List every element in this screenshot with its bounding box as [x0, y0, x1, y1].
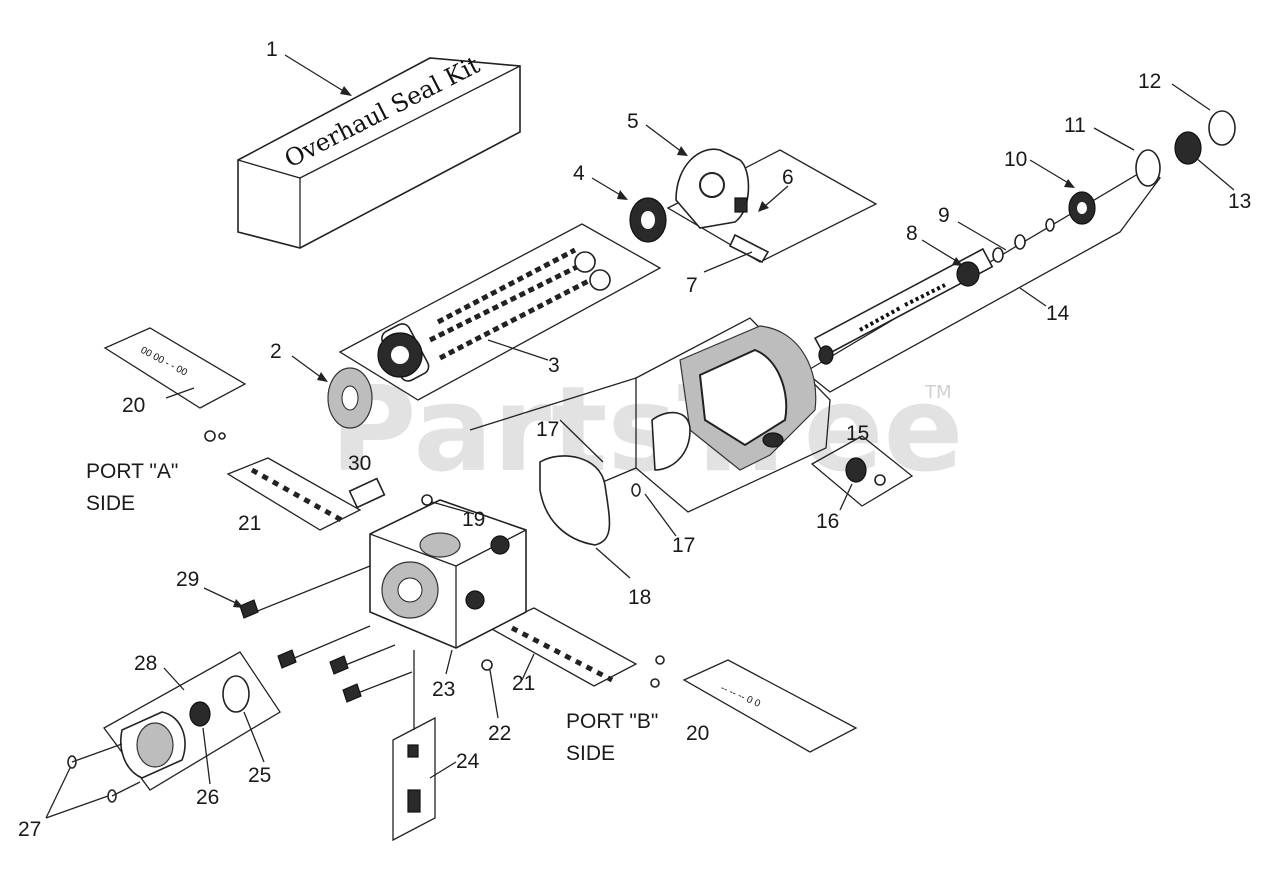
port-labels: PORT "A" SIDE PORT "B" SIDE — [86, 460, 658, 765]
callout-15: 15 — [846, 422, 869, 445]
part-28-cover — [67, 651, 281, 803]
callout-14: 14 — [1046, 302, 1070, 325]
callout-4: 4 — [573, 162, 585, 185]
callout-2: 2 — [270, 340, 282, 363]
part-29-bolts — [239, 565, 413, 703]
callout-19: 19 — [462, 508, 485, 531]
port-b-label: PORT "B" — [566, 710, 658, 733]
callout-3: 3 — [548, 354, 560, 377]
callout-8: 8 — [906, 222, 918, 245]
callout-13: 13 — [1228, 190, 1251, 213]
callout-21-lower: 21 — [512, 672, 535, 695]
callout-29: 29 — [176, 568, 199, 591]
part-2-plate — [327, 367, 373, 429]
part-5-swashplate — [666, 148, 878, 264]
callout-20-right: 20 — [686, 722, 709, 745]
callout-24: 24 — [456, 750, 480, 773]
callout-6: 6 — [782, 166, 794, 189]
callout-28: 28 — [134, 652, 157, 675]
callout-23: 23 — [432, 678, 455, 701]
callout-27: 27 — [18, 818, 41, 841]
part-1-seal-kit-box: Overhaul Seal Kit — [237, 51, 521, 249]
part-14-shaft-assembly — [803, 110, 1236, 393]
callout-20-left: 20 — [122, 394, 145, 417]
part-16-seal — [810, 435, 914, 507]
port-a-side: SIDE — [86, 492, 135, 515]
callout-17-lower: 17 — [672, 534, 695, 557]
callout-25: 25 — [248, 764, 271, 787]
small-fittings — [204, 430, 665, 688]
callout-16: 16 — [816, 510, 839, 533]
callout-11: 11 — [1064, 114, 1086, 137]
callout-21-upper: 21 — [238, 512, 261, 535]
callout-1: 1 — [266, 38, 278, 61]
callout-30: 30 — [348, 452, 371, 475]
part-21-fitting-upper — [226, 457, 362, 531]
part-20-fitting-right: -- -- -- 0 0 — [682, 659, 858, 753]
callout-numbers: 1 2 3 4 5 6 7 8 9 10 11 12 13 14 15 16 1… — [18, 38, 1251, 841]
part-17-18-gasket — [469, 377, 691, 546]
callout-10: 10 — [1004, 148, 1027, 171]
watermark-trademark: TM — [924, 382, 952, 403]
part-4-bearing — [629, 197, 667, 243]
callout-7: 7 — [686, 274, 698, 297]
port-b-side: SIDE — [566, 742, 615, 765]
callout-26: 26 — [196, 786, 219, 809]
callout-9: 9 — [938, 204, 950, 227]
port-a-label: PORT "A" — [86, 460, 178, 483]
callout-18: 18 — [628, 586, 651, 609]
callout-22: 22 — [488, 722, 511, 745]
callout-5: 5 — [627, 110, 639, 133]
callout-12: 12 — [1138, 70, 1161, 93]
center-section-block — [348, 477, 527, 649]
svg-text:-- -- -- 0 0: -- -- -- 0 0 — [719, 683, 762, 710]
leader-lines — [45, 54, 1235, 819]
callout-17-upper: 17 — [536, 418, 559, 441]
part-24-valve — [392, 650, 436, 842]
part-15-housing — [635, 317, 831, 513]
part-3-rotating-group — [338, 223, 662, 401]
